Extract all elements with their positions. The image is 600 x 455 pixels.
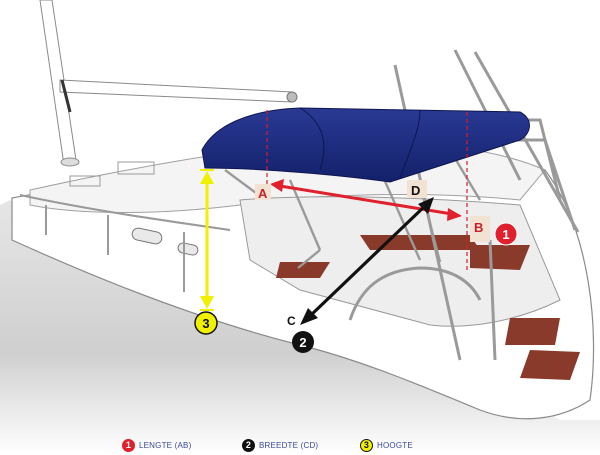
point-d-label: D (411, 183, 420, 198)
bimini-canopy (201, 107, 530, 183)
height-arrow (200, 169, 214, 311)
point-a-bg (255, 184, 271, 200)
deck-hatch (69, 175, 101, 187)
badge-height: 3 (194, 311, 218, 335)
point-c-label: C (287, 314, 296, 328)
badge-width: 2 (292, 331, 314, 353)
point-a-label: A (258, 186, 268, 201)
mast (39, 0, 80, 167)
svg-text:3: 3 (202, 316, 209, 331)
point-b-bg (470, 216, 490, 242)
guard-rail (19, 194, 231, 292)
legend-width-label: BREEDTE (CD) (259, 440, 319, 450)
legend-length: 1 LENGTE (AB) (122, 437, 191, 453)
svg-text:2: 2 (299, 335, 306, 350)
yellow-circle-number-icon: 3 (360, 438, 373, 452)
black-circle-number-icon: 2 (242, 438, 255, 452)
point-d-bg (407, 180, 427, 198)
legend-length-label: LENGTE (AB) (139, 440, 192, 450)
svg-text:1: 1 (502, 227, 509, 242)
reference-dashes (266, 110, 468, 272)
badge-length: 1 (494, 222, 518, 246)
legend-height: 3 HOOGTE (360, 437, 413, 453)
width-arrow (300, 197, 434, 325)
cockpit-wood-deck (276, 235, 580, 380)
boom (59, 79, 298, 113)
red-circle-number-icon: 1 (122, 438, 135, 452)
deck-hatch (117, 161, 155, 175)
point-b-label: B (474, 220, 483, 235)
legend-width: 2 BREEDTE (CD) (242, 437, 318, 453)
legend-height-label: HOOGTE (377, 440, 413, 450)
